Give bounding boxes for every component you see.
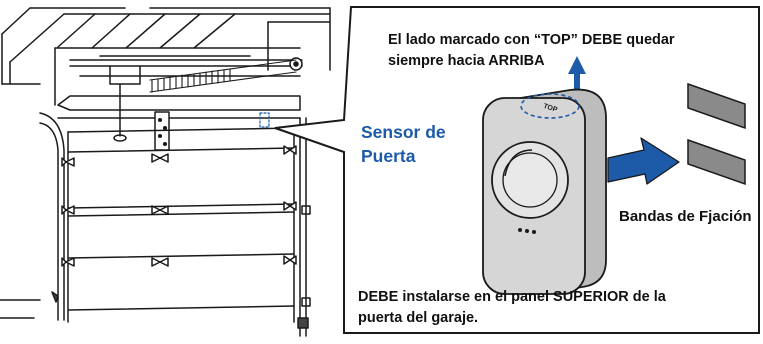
- ceiling-framing: [1, 7, 331, 106]
- install-location-note-line1: DEBE instalarse en el panel SUPERIOR de …: [358, 289, 666, 305]
- sensor-dial-inner: [502, 152, 558, 208]
- sensor-top-marking: TOP: [542, 103, 558, 114]
- door-panels: [67, 127, 295, 323]
- sensor-label-line1: Sensor de: [361, 122, 446, 142]
- top-orientation-note-line2: siempre hacia ARRIBA: [388, 53, 545, 69]
- right-track: [0, 117, 311, 337]
- sensor-location-marker: [259, 112, 270, 128]
- garage-door-illustration: [0, 7, 331, 337]
- top-orientation-note-line1: El lado marcado con “TOP” DEBE quedar: [388, 32, 675, 48]
- insertion-arrow-icon: [607, 137, 680, 185]
- install-location-note-line2: puerta del garaje.: [358, 310, 479, 326]
- left-track: [39, 112, 65, 321]
- adhesive-strips: [687, 82, 746, 186]
- up-arrow-icon: [568, 56, 586, 94]
- torsion-spring: [149, 59, 297, 93]
- adhesive-strip-top: [687, 82, 746, 130]
- sensor-led-dots: [518, 228, 536, 234]
- top-marking-highlight: [520, 93, 580, 119]
- top-orientation-note: El lado marcado con “TOP” DEBE quedar sie…: [388, 30, 675, 72]
- sensor-label: Sensor de Puerta: [361, 120, 446, 168]
- opener-rail: [57, 55, 303, 151]
- install-location-note: DEBE instalarse en el panel SUPERIOR de …: [358, 287, 666, 329]
- door-hinges: [61, 145, 297, 267]
- door-sensor-device: TOP: [482, 88, 607, 295]
- adhesive-strip-bottom: [687, 138, 746, 186]
- sensor-dial-arc: [504, 149, 533, 177]
- adhesive-strips-label: Bandas de Fjación: [619, 208, 752, 225]
- sensor-label-line2: Puerta: [361, 146, 416, 166]
